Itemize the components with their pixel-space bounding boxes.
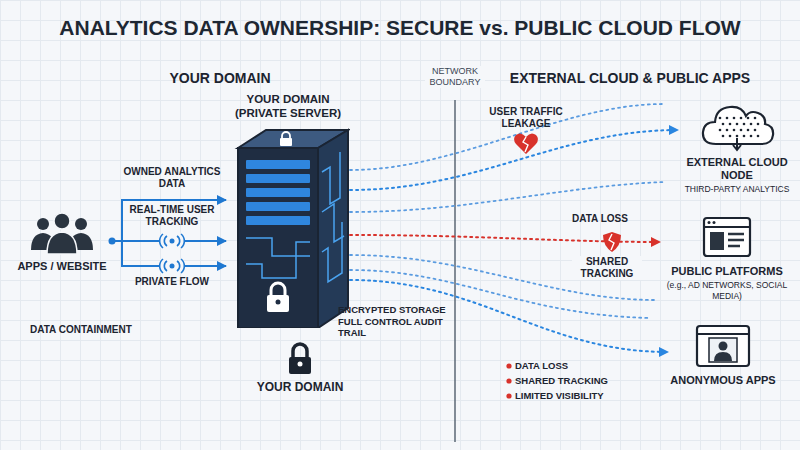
edge-label: DATA LOSS xyxy=(560,213,640,225)
risk-item: LIMITED VISIBILITY xyxy=(515,390,635,402)
data-stream-lines xyxy=(350,104,664,318)
bottom-lock-icon xyxy=(289,344,311,374)
node-heading: PUBLIC PLATFORMS xyxy=(660,265,794,278)
node-heading: ANONYMOUS APPS xyxy=(668,374,778,387)
server-illustration xyxy=(226,92,350,328)
flow-arrow xyxy=(350,130,678,190)
broken-heart-icon xyxy=(514,133,538,154)
broken-shield-icon xyxy=(603,232,621,252)
cloud-icon xyxy=(698,98,776,152)
domain-label: YOUR DOMAIN xyxy=(240,380,360,394)
title-bar: ANALYTICS DATA OWNERSHIP: SECURE vs. PUB… xyxy=(0,16,800,40)
node-heading: YOUR DOMAIN (PRIVATE SERVER) xyxy=(226,92,350,120)
app-node: ANONYMOUS APPS xyxy=(668,324,778,387)
risk-item: SHARED TRACKING xyxy=(515,375,635,387)
platform-node: PUBLIC PLATFORMS (e.g., AD NETWORKS, SOCI… xyxy=(660,216,794,301)
people-icon xyxy=(27,210,97,256)
node-subtext: THIRD-PARTY ANALYTICS xyxy=(678,184,796,195)
signal-icon xyxy=(160,259,185,273)
cloud-node: EXTERNAL CLOUD NODE THIRD-PARTY ANALYTICS xyxy=(678,98,796,195)
bullet-dots xyxy=(506,363,511,398)
section-header: YOUR DOMAIN xyxy=(150,70,290,87)
edge-label: USER TRAFFIC LEAKAGE xyxy=(478,106,574,130)
junction-dot xyxy=(109,238,116,245)
edge-label: PRIVATE FLOW xyxy=(122,276,222,288)
risk-item: DATA LOSS xyxy=(515,360,635,372)
node-heading: EXTERNAL CLOUD NODE xyxy=(678,156,796,182)
node-label: APPS / WEBSITE xyxy=(12,260,112,273)
network-boundary-line xyxy=(454,100,456,442)
node-subtext: (e.g., AD NETWORKS, SOCIAL MEDIA) xyxy=(660,280,794,301)
signal-icon xyxy=(160,234,185,248)
source-node: APPS / WEBSITE xyxy=(12,208,112,273)
note-label: DATA CONTAINMENT xyxy=(30,324,170,336)
edge-label: OWNED ANALYTICS DATA xyxy=(122,166,222,190)
edge-label: REAL-TIME USER TRACKING xyxy=(122,204,222,228)
diagram-title: ANALYTICS DATA OWNERSHIP: SECURE vs. PUB… xyxy=(59,16,740,40)
server-node: YOUR DOMAIN (PRIVATE SERVER)ENCRYPTED ST… xyxy=(226,92,350,328)
edge-note: SHARED TRACKING xyxy=(572,256,642,280)
boundary-label: NETWORK BOUNDARY xyxy=(425,66,485,88)
node-body: ENCRYPTED STORAGE FULL CONTROL AUDIT TRA… xyxy=(338,304,446,339)
section-header: EXTERNAL CLOUD & PUBLIC APPS xyxy=(470,70,790,87)
anonymous-app-icon xyxy=(695,324,751,370)
browser-icon xyxy=(702,216,752,260)
